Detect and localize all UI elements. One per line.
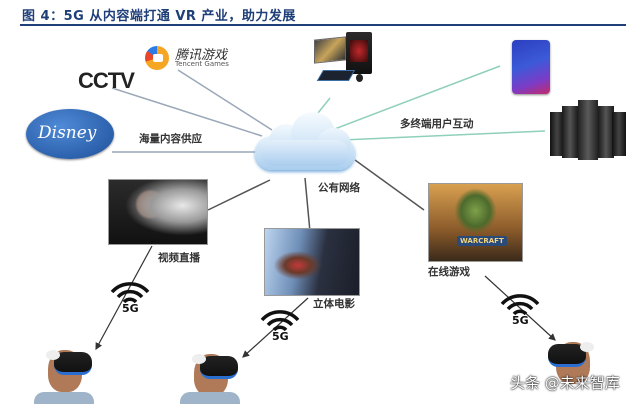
tencent-games-logo: 腾讯游戏 Tencent Games [145, 42, 255, 72]
online-game-label: 在线游戏 [428, 266, 470, 278]
disney-logo: Disney [26, 109, 114, 159]
vr-user-3 [546, 334, 602, 394]
vr-headset-icon [200, 356, 238, 379]
vr-headset-icon [548, 344, 586, 367]
wifi-icon [500, 294, 540, 316]
3d-movie-label: 立体电影 [313, 298, 355, 310]
desktop-pc-icon [312, 30, 382, 88]
cctv-logo: CCTV [78, 68, 135, 93]
content-supply-label: 海量内容供应 [139, 133, 202, 145]
vr-headset-icon [54, 352, 92, 375]
title-rule [20, 24, 626, 26]
video-live-label: 视频直播 [158, 252, 200, 264]
public-network-label: 公有网络 [318, 182, 360, 194]
server-rack-icon [550, 100, 630, 162]
wireless-5g-icon-1: 5G [108, 278, 152, 318]
video-live-image [108, 179, 208, 245]
wifi-icon [260, 310, 300, 332]
figure-title: 图 4：5G 从内容端打通 VR 产业，助力发展 [22, 9, 296, 24]
wireless-5g-icon-2: 5G [258, 306, 302, 346]
vr-user-2 [180, 346, 242, 404]
online-game-image: WARCRAFT [428, 183, 523, 262]
cloud-icon [255, 110, 365, 172]
smartphone-icon [512, 40, 550, 94]
watermark: 头条 @未来智库 [510, 374, 620, 392]
vr-user-1 [34, 342, 96, 404]
wireless-5g-icon-3: 5G [498, 290, 542, 330]
multi-terminal-label: 多终端用户互动 [400, 118, 474, 130]
wifi-icon [110, 282, 150, 304]
3d-movie-image [264, 228, 360, 296]
